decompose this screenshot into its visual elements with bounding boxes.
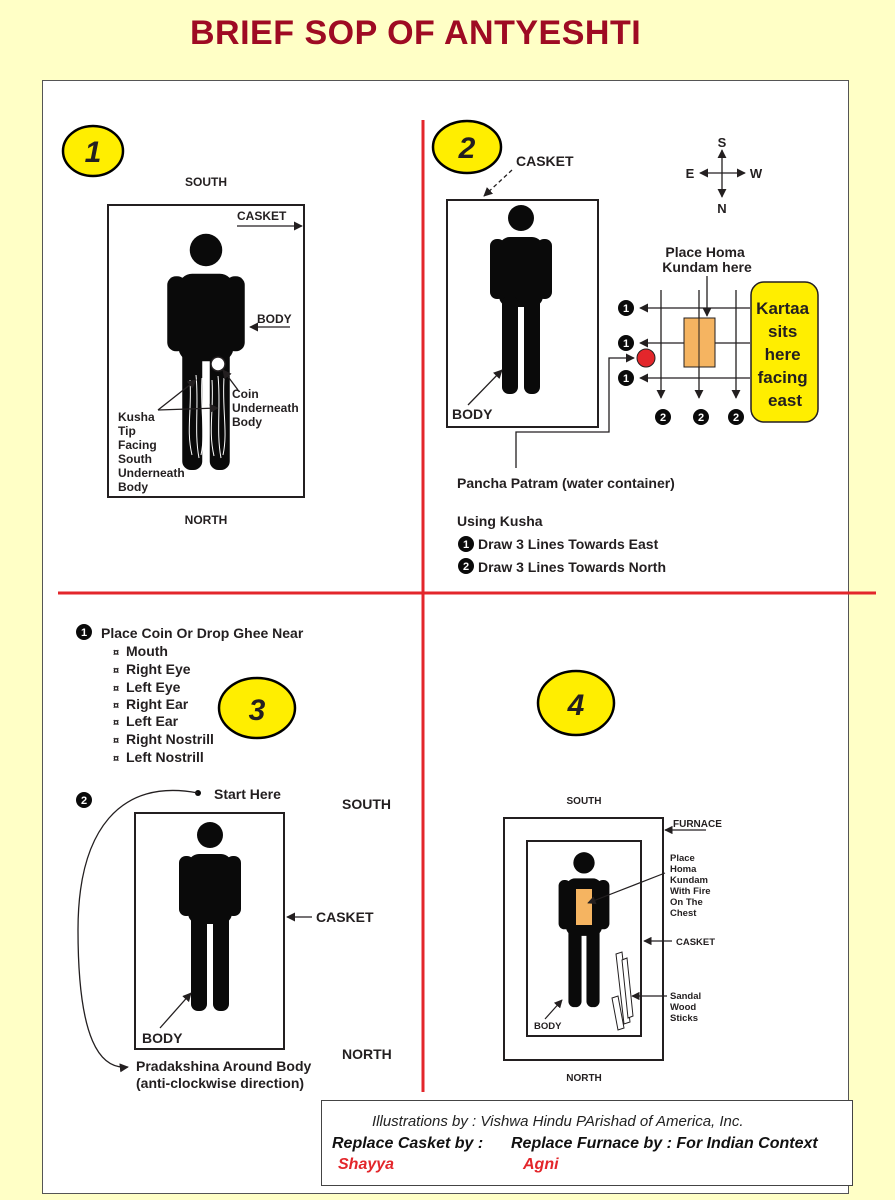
svg-text:¤: ¤	[113, 735, 119, 747]
panel2-casket-label: CASKET	[516, 153, 574, 169]
replace-casket-label: Replace Casket by :	[332, 1135, 484, 1152]
panel2-body-arrow	[467, 369, 503, 406]
coin	[210, 356, 226, 372]
pradakshina-label: Pradakshina Around Body (anti-clockwise …	[136, 1058, 315, 1091]
panel3-body-label: BODY	[142, 1030, 183, 1046]
svg-text:2: 2	[81, 795, 87, 807]
svg-text:¤: ¤	[113, 683, 119, 695]
svg-text:¤: ¤	[113, 753, 119, 765]
panel3-south: SOUTH	[342, 796, 391, 812]
replace-furnace-label: Replace Furnace by : For Indian Context	[511, 1135, 818, 1152]
svg-text:Left Eye: Left Eye	[126, 679, 181, 695]
step-badge-3	[217, 676, 297, 740]
svg-text:2: 2	[698, 412, 704, 424]
panel4-north: NORTH	[566, 1073, 602, 1084]
svg-text:Right Nostrill: Right Nostrill	[126, 731, 214, 747]
step-badge-1	[61, 124, 125, 178]
page-title: BRIEF SOP OF ANTYESHTI	[190, 14, 642, 52]
compass-s: S	[718, 135, 727, 150]
svg-text:Left Ear: Left Ear	[126, 713, 179, 729]
coin-label: Coin Underneath Body	[232, 387, 302, 429]
shayya-value: Shayya	[338, 1156, 395, 1173]
kartaa-box	[750, 281, 819, 423]
svg-text:1: 1	[623, 338, 629, 350]
coin-arrow	[222, 369, 239, 391]
svg-text:Left Nostrill: Left Nostrill	[126, 749, 204, 765]
panel4-south: SOUTH	[567, 796, 602, 807]
panel1-casket-label: CASKET	[237, 209, 287, 223]
illustrations-credit: Illustrations by : Vishwa Hindu PArishad…	[372, 1113, 744, 1130]
panel2-casket-box	[446, 199, 599, 428]
agni-value: Agni	[523, 1156, 559, 1173]
sandal-wood-sticks	[611, 951, 634, 1031]
step1-label: Draw 3 Lines Towards East	[478, 536, 659, 552]
ghee-heading: Place Coin Or Drop Ghee Near	[101, 625, 304, 641]
step-badge-3-label: 3	[249, 694, 266, 727]
step-badge-2	[431, 119, 503, 175]
svg-text:2: 2	[660, 412, 666, 424]
svg-text:1: 1	[463, 539, 469, 551]
svg-text:¤: ¤	[113, 700, 119, 712]
panel2-body-label: BODY	[452, 406, 493, 422]
pancha-patram-label: Pancha Patram (water container)	[457, 475, 675, 491]
panel1-north: NORTH	[185, 513, 228, 527]
step2-label: Draw 3 Lines Towards North	[478, 559, 666, 575]
svg-text:Mouth: Mouth	[126, 643, 168, 659]
kusha-arrow-2	[157, 403, 219, 413]
kusha-arrow-1	[157, 379, 197, 411]
svg-text:1: 1	[623, 303, 629, 315]
using-kusha-label: Using Kusha	[457, 513, 543, 529]
kusha-label: Kusha Tip Facing South Underneath Body	[118, 410, 188, 494]
credits-box: Illustrations by : Vishwa Hindu PArishad…	[321, 1100, 853, 1186]
compass: S N E W	[686, 135, 763, 216]
panel3-body-arrow	[159, 992, 192, 1029]
svg-text:¤: ¤	[113, 717, 119, 729]
panel4-homa-kundam	[576, 889, 592, 925]
sandal-label: Sandal Wood Sticks	[670, 991, 704, 1024]
panel3-casket-box	[134, 812, 285, 1050]
svg-text:¤: ¤	[113, 665, 119, 677]
east-line-markers: 1 1 1	[618, 300, 634, 386]
compass-e: E	[686, 166, 695, 181]
svg-text:1: 1	[81, 627, 87, 639]
panel4-body-arrow	[544, 999, 563, 1020]
start-here-label: Start Here	[214, 786, 281, 802]
panel-2: 2 CASKET BODY S N E W Place Homa Kundam …	[431, 119, 819, 575]
panel4-casket-label: CASKET	[676, 937, 715, 948]
panel1-body-label: BODY	[257, 312, 292, 326]
north-line-markers: 2 2 2	[655, 409, 744, 425]
ghee-list: ¤ Mouth ¤ Right Eye ¤ Left Eye ¤ Right Ear ¤…	[113, 643, 214, 765]
panel2-casket-arrow	[483, 169, 513, 197]
panel-1: 1 SOUTH CASKET BODY Coin Underneath Body…	[61, 124, 305, 527]
svg-text:2: 2	[733, 412, 739, 424]
panel4-body-label: BODY	[534, 1021, 562, 1032]
pradakshina-arrow	[77, 789, 199, 1073]
svg-text:1: 1	[623, 373, 629, 385]
svg-text:¤: ¤	[113, 647, 119, 659]
step-badge-1-label: 1	[85, 136, 102, 169]
step-badge-4	[536, 669, 616, 737]
svg-text:Right Ear: Right Ear	[126, 696, 189, 712]
furnace-label: FURNACE	[673, 819, 722, 830]
kartaa-label: Kartaa sits here facing east	[756, 299, 814, 410]
step-badge-4-label: 4	[567, 689, 585, 722]
panel-4: 4 SOUTH FURNACE Place Homa Kundam With F…	[503, 669, 722, 1084]
pancha-patram-arrow	[515, 353, 635, 468]
panel-3: 1 Place Coin Or Drop Ghee Near ¤ Mouth ¤ R…	[76, 624, 392, 1091]
svg-text:Right Eye: Right Eye	[126, 661, 191, 677]
compass-n: N	[717, 201, 726, 216]
panel3-casket-label: CASKET	[316, 909, 374, 925]
panel3-north: NORTH	[342, 1046, 392, 1062]
compass-w: W	[750, 166, 763, 181]
place-homa-arrow	[587, 872, 666, 905]
step-badge-2-label: 2	[458, 132, 476, 165]
homa-label: Place Homa Kundam here	[662, 244, 752, 275]
svg-text:2: 2	[463, 561, 469, 573]
place-homa-label: Place Homa Kundam With Fire On The Chest	[670, 853, 713, 919]
panel1-south: SOUTH	[185, 175, 227, 189]
pancha-patram-dot	[636, 348, 656, 368]
